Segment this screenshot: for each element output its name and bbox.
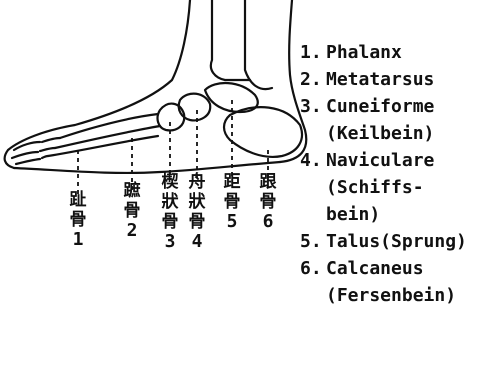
legend-text: Talus(Sprung) bbox=[326, 231, 467, 252]
chinese-label-char: 楔 bbox=[162, 171, 179, 192]
legend-text: bein) bbox=[326, 204, 380, 225]
fibula-bone bbox=[245, 0, 272, 89]
legend-text: Phalanx bbox=[326, 42, 402, 63]
legend-line: bein) bbox=[300, 204, 380, 225]
legend-line: 4.Naviculare bbox=[300, 150, 434, 171]
phalanx-row-3 bbox=[16, 156, 48, 164]
legend-text: Metatarsus bbox=[326, 69, 434, 90]
legend-text: Calcaneus bbox=[326, 258, 424, 279]
chinese-label-char: 趾 bbox=[70, 189, 87, 210]
legend-line: 5.Talus(Sprung) bbox=[300, 231, 467, 252]
legend-text: (Keilbein) bbox=[326, 123, 434, 144]
legend-line: 1.Phalanx bbox=[300, 42, 402, 63]
chinese-label-char: 狀 bbox=[162, 191, 180, 212]
chinese-label-char: 舟 bbox=[189, 171, 206, 192]
calcaneus-bone bbox=[224, 107, 302, 157]
legend-line: (Fersenbein) bbox=[300, 285, 456, 306]
legend-line: 2.Metatarsus bbox=[300, 69, 434, 90]
chinese-label-char: 蹠 bbox=[124, 180, 141, 201]
chinese-label-char: 骨 bbox=[189, 212, 206, 232]
legend-line: (Keilbein) bbox=[300, 123, 434, 144]
chinese-label-number: 4 bbox=[192, 231, 203, 252]
chinese-label-char: 骨 bbox=[162, 212, 179, 232]
chinese-label-number: 6 bbox=[263, 211, 274, 232]
chinese-label-char: 骨 bbox=[260, 192, 277, 212]
legend-number: 2. bbox=[300, 69, 326, 90]
chinese-label-number: 2 bbox=[127, 220, 138, 241]
legend-text: (Schiffs- bbox=[326, 177, 424, 198]
chinese-label-number: 3 bbox=[165, 231, 176, 252]
legend-text: (Fersenbein) bbox=[326, 285, 456, 306]
legend-text: Naviculare bbox=[326, 150, 434, 171]
legend-number: 3. bbox=[300, 96, 326, 117]
cuneiform-bone bbox=[158, 104, 185, 131]
legend-text: Cuneiforme bbox=[326, 96, 434, 117]
chinese-label-number: 5 bbox=[227, 211, 238, 232]
chinese-label-char: 跟 bbox=[260, 172, 278, 192]
legend-number: 4. bbox=[300, 150, 326, 171]
legend-line: 3.Cuneiforme bbox=[300, 96, 434, 117]
chinese-label-char: 骨 bbox=[124, 201, 141, 221]
legend-number: 6. bbox=[300, 258, 326, 279]
chinese-label-char: 骨 bbox=[224, 192, 241, 212]
legend-line: (Schiffs- bbox=[300, 177, 424, 198]
chinese-label-char: 骨 bbox=[70, 210, 87, 230]
legend-line: 6.Calcaneus bbox=[300, 258, 424, 279]
legend-number: 5. bbox=[300, 231, 326, 252]
legend-number: 1. bbox=[300, 42, 326, 63]
chinese-label-char: 狀 bbox=[189, 191, 207, 212]
chinese-label-number: 1 bbox=[73, 229, 84, 250]
chinese-label-char: 距 bbox=[224, 172, 241, 192]
